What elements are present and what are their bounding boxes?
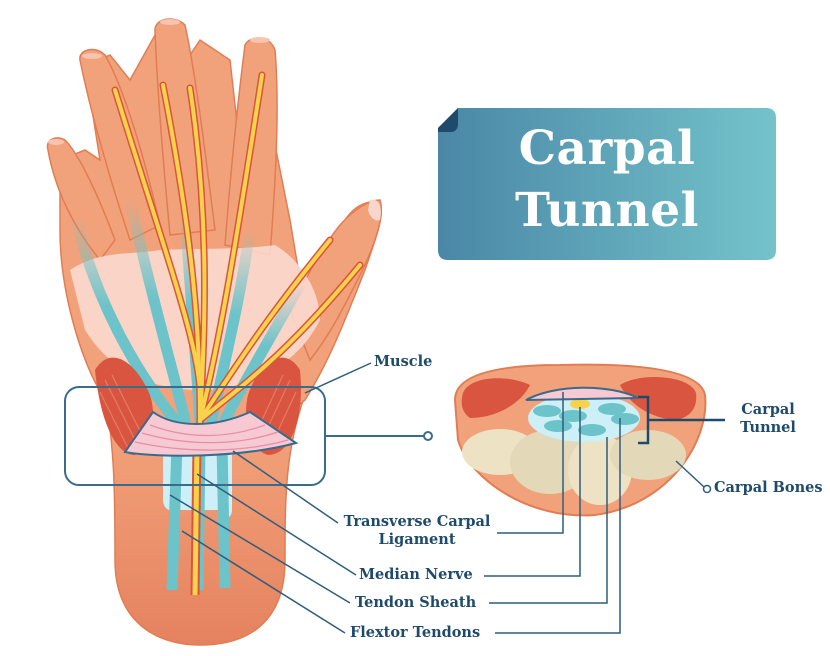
transverse-carpal-ligament (123, 410, 299, 457)
cross-section-muscle-left (461, 378, 530, 418)
leader-muscle (304, 362, 372, 394)
label-transverse-carpal-ligament: Transverse Carpal Ligament (338, 513, 496, 549)
label-carpal-bones: Carpal Bones (714, 479, 823, 496)
fingernail (250, 37, 270, 43)
banner-fold-corner (438, 108, 458, 132)
carpal-bones-dot (702, 484, 712, 494)
finger-pinky (46, 137, 116, 262)
wrist-cross-section (453, 363, 725, 517)
fingernail (82, 53, 102, 59)
carpal-bones (462, 429, 686, 505)
leader-tendon-sheath-cross (489, 437, 608, 604)
finger-ring (79, 48, 161, 242)
leader-flexor-tendons-cross (495, 418, 621, 634)
title-banner (438, 108, 776, 260)
muscle-hypothenar (95, 357, 154, 455)
leader-median-nerve-cross (484, 407, 581, 577)
label-median-nerve: Median Nerve (359, 566, 473, 583)
label-tendon-sheath: Tendon Sheath (355, 594, 477, 611)
median-nerve-core (192, 444, 200, 596)
leader-ligament-hand (232, 450, 339, 524)
forearm (104, 394, 307, 646)
title-line-2: Tunnel (515, 183, 699, 238)
leader-carpal-bones (675, 460, 705, 488)
fingernail (48, 139, 64, 145)
cross-section-ligament (525, 386, 639, 401)
title-line-1: Carpal (518, 121, 696, 176)
label-carpal-tunnel: Carpal Tunnel (728, 401, 808, 437)
leader-flexor-tendons-hand (181, 530, 346, 634)
carpal-tunnel-bracket (638, 395, 725, 445)
fingernail (160, 19, 180, 25)
cross-section-muscle-right (620, 377, 697, 420)
label-flexor-tendons: Flextor Tendons (350, 624, 481, 641)
leader-ligament-cross (497, 392, 564, 534)
cross-section-median-nerve (570, 399, 590, 409)
hand-illustration (46, 18, 383, 646)
label-ligament-line-1: Transverse Carpal (343, 513, 491, 530)
page-title: Carpal Tunnel (438, 118, 776, 242)
leader-median-nerve-hand (196, 473, 357, 576)
label-ligament-line-2: Ligament (378, 531, 456, 548)
label-muscle: Muscle (374, 353, 433, 370)
leader-lines (169, 362, 705, 634)
label-carpal-tunnel-line-2: Tunnel (740, 419, 796, 436)
zoom-connector-dot (423, 431, 433, 441)
label-carpal-tunnel-line-1: Carpal (741, 401, 795, 418)
thumbnail (368, 199, 381, 221)
leader-tendon-sheath-hand (169, 494, 351, 604)
